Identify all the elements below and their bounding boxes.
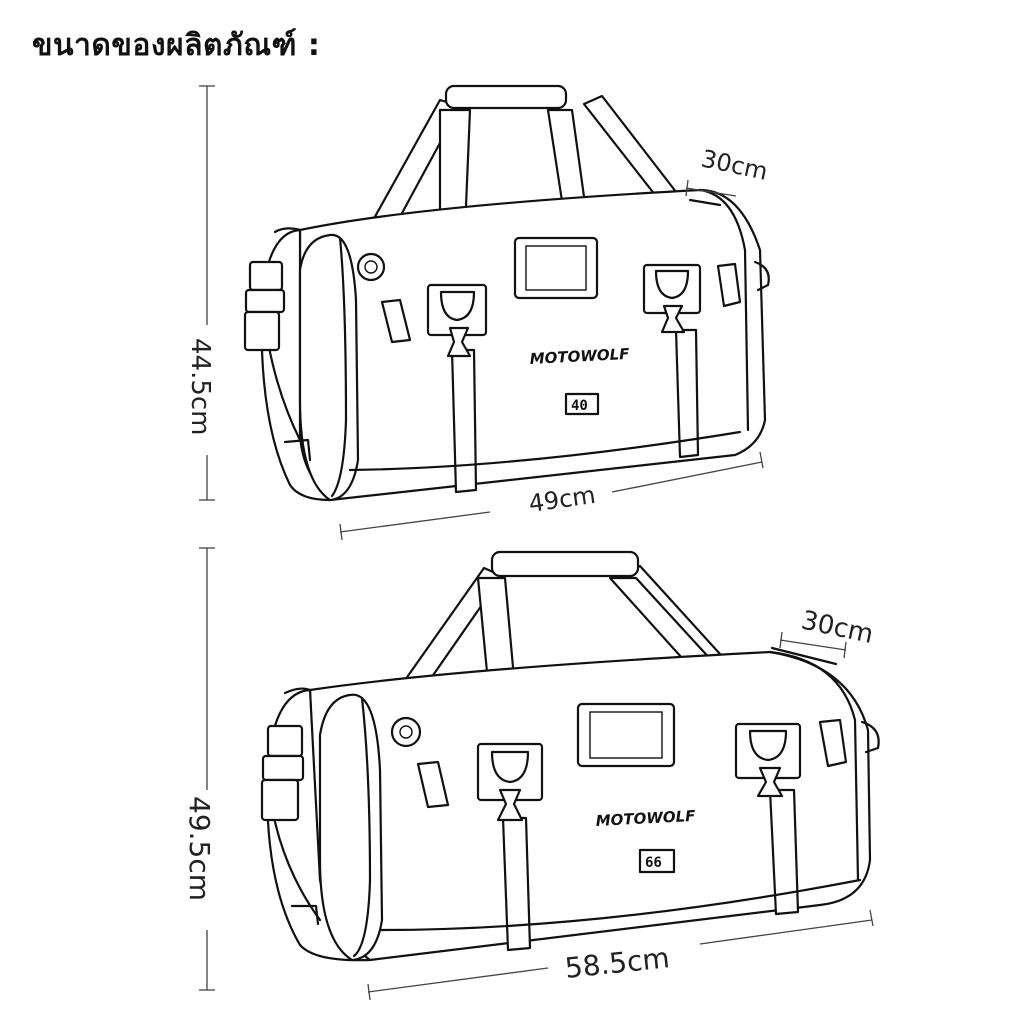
brand-label: MOTOWOLF [529, 345, 630, 368]
brand-label: MOTOWOLF [595, 807, 696, 830]
height-label-66: 49.5cm [183, 796, 216, 901]
capacity-badge: 40 [571, 398, 588, 414]
height-label-40: 44.5cm [185, 338, 215, 436]
bag-illustration-40: MOTOWOLF 40 [243, 84, 770, 502]
depth-label-40: 30cm [699, 144, 770, 185]
bag-illustration-66: MOTOWOLF 66 [260, 550, 880, 962]
dimension-lines-66 [199, 547, 874, 1001]
length-label-66: 58.5cm [563, 941, 671, 985]
page-title: ขนาดของผลิตภัณฑ์ : [32, 28, 321, 63]
dimension-lines-40 [199, 85, 764, 541]
depth-label-66: 30cm [799, 606, 876, 650]
length-label-40: 49cm [527, 481, 597, 518]
capacity-badge: 66 [645, 855, 662, 871]
